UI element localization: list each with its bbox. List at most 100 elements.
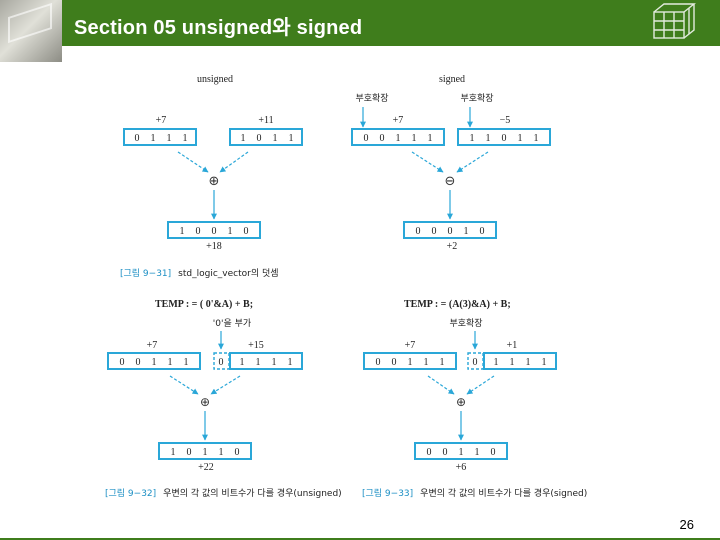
s-result-bit: 1 [464,226,469,237]
f32-a-bit: 1 [168,357,173,368]
f33-b-value: +1 [507,340,518,351]
f32-b-bit: 1 [240,357,245,368]
sign-ext-left-label: 부호확장 [355,92,388,104]
u-b-register [229,128,303,146]
input-arrow [456,151,489,173]
u-b-bit: 1 [273,133,278,144]
u-a-value: +7 [156,115,167,126]
s-result-bit: 0 [416,226,421,237]
temp-expression-left: TEMP : = ( 0'&A) + B; [155,299,253,310]
u-result-register [167,221,261,239]
u-b-bit: 1 [241,133,246,144]
footer-rule [0,538,720,540]
f32-result-bit: 1 [171,447,176,458]
s-a-bit: 1 [428,133,433,144]
input-arrow [169,375,199,395]
s-result-bit: 0 [480,226,485,237]
header-photo [0,0,62,62]
f32-result-value: +22 [198,462,214,473]
f32-pad-bit: 0 [219,357,224,368]
f33-result-bit: 1 [475,447,480,458]
input-arrow [411,151,444,173]
s-result-value: +2 [447,241,458,252]
s-a-bit: 0 [364,133,369,144]
f33-result-bit: 0 [427,447,432,458]
s-b-value: −5 [500,115,511,126]
input-arrow [427,375,455,395]
f33-pad-bit: 0 [473,357,478,368]
f32-result-register [158,442,252,460]
f32-b-bit: 1 [272,357,277,368]
f32-b-value: +15 [248,340,264,351]
u-result-value: +18 [206,241,222,252]
input-arrow [466,375,495,395]
temp-expression-right: TEMP : = (A(3)&A) + B; [404,299,511,310]
u-b-bit: 1 [289,133,294,144]
s-a-bit: 1 [412,133,417,144]
s-b-bit: 0 [502,133,507,144]
u-a-register [123,128,197,146]
f33-b-bit: 1 [510,357,515,368]
u-b-bit: 0 [257,133,262,144]
input-arrow [177,151,209,173]
figure-canvas: unsigned signed 부호확장 부호확장 +7 +11 +7 −5 0… [105,74,587,500]
f33-a-register [363,352,457,370]
f32-a-register [107,352,201,370]
s-a-register [351,128,445,146]
f33-a-bit: 0 [392,357,397,368]
figure-33-number: [그림 9−33] [362,487,413,499]
f33-add-operator: ⊕ [456,395,466,409]
f33-result-bit: 0 [491,447,496,458]
header-bar: Section 05 unsigned와 signed [0,0,720,62]
s-b-bit: 1 [486,133,491,144]
figure-31-number: [그림 9−31] [120,267,171,279]
f33-a-bit: 1 [440,357,445,368]
f32-b-bit: 1 [288,357,293,368]
u-a-bit: 1 [167,133,172,144]
f33-a-bit: 0 [376,357,381,368]
f32-result-bit: 1 [219,447,224,458]
s-a-bit: 0 [380,133,385,144]
input-arrow [210,375,241,395]
f33-b-register [483,352,557,370]
u-a-bit: 0 [135,133,140,144]
u-result-bit: 1 [180,226,185,237]
figure-31-caption: [그림 9−31] std_logic_vector의 덧셈 [120,263,279,280]
pad-zero-note: '0'을 부가 [213,318,251,329]
figure-32-number: [그림 9−32] [105,487,156,499]
input-arrow [219,151,249,173]
f32-a-bit: 1 [152,357,157,368]
unsigned-add-operator: ⊕ [209,174,220,189]
f33-a-bit: 1 [424,357,429,368]
f33-result-register [414,442,508,460]
u-result-bit: 0 [212,226,217,237]
signed-sub-operator: ⊖ [445,174,456,189]
s-result-bit: 0 [448,226,453,237]
f32-b-register [229,352,303,370]
u-result-bit: 1 [228,226,233,237]
f33-b-bit: 1 [542,357,547,368]
sign-ext-right-label: 부호확장 [460,92,493,104]
f33-b-bit: 1 [526,357,531,368]
s-result-bit: 0 [432,226,437,237]
f33-result-bit: 0 [443,447,448,458]
s-b-bit: 1 [470,133,475,144]
f32-result-bit: 1 [203,447,208,458]
s-b-bit: 1 [518,133,523,144]
figure-33-text: 우변의 각 값의 비트수가 다를 경우(signed) [420,487,587,499]
f33-result-bit: 1 [459,447,464,458]
f32-b-bit: 1 [256,357,261,368]
page-number: 26 [679,517,694,532]
f32-add-operator: ⊕ [200,395,210,409]
f33-b-bit: 1 [494,357,499,368]
unsigned-label: unsigned [197,74,233,85]
figure-32-caption: [그림 9−32] 우변의 각 값의 비트수가 다를 경우(unsigned) [105,483,342,500]
u-result-bit: 0 [244,226,249,237]
u-a-bit: 1 [183,133,188,144]
figure-31-text: std_logic_vector의 덧셈 [178,267,278,279]
s-result-register [403,221,497,239]
figure-32-text: 우변의 각 값의 비트수가 다를 경우(unsigned) [163,487,342,499]
f32-a-value: +7 [147,340,158,351]
u-b-value: +11 [258,115,273,126]
f32-result-bit: 0 [187,447,192,458]
